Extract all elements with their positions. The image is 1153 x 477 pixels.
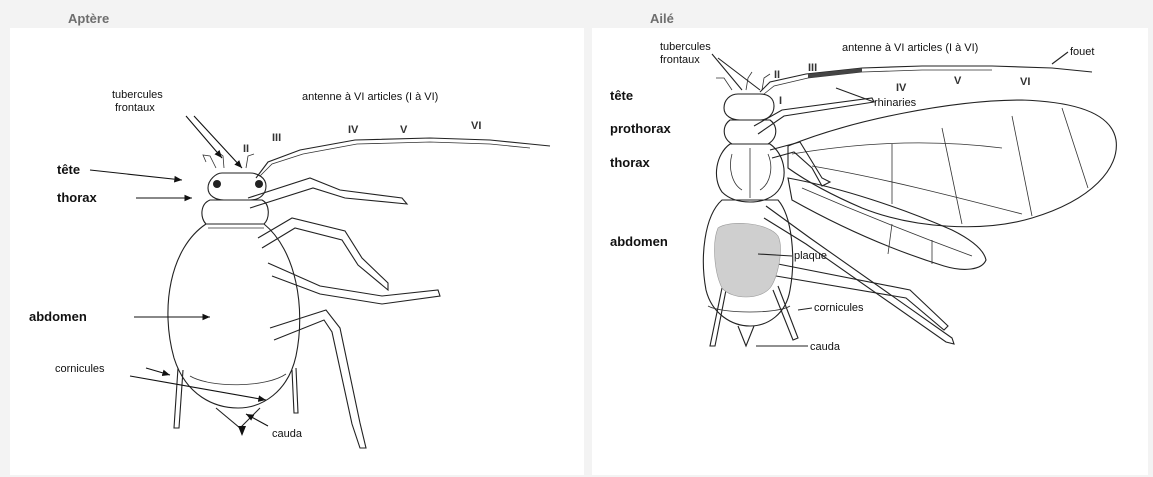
label-frontaux: frontaux bbox=[115, 102, 155, 114]
label-frontaux: frontaux bbox=[660, 54, 700, 66]
antenna-segment-iii: III bbox=[272, 132, 281, 144]
pointer-fouet bbox=[1052, 52, 1068, 64]
antenna-segment-iv: IV bbox=[348, 124, 359, 136]
winged-aphid-diagram: I II III IV V VI tubercules frontaux ant… bbox=[592, 28, 1148, 475]
aphid-legs bbox=[174, 178, 440, 448]
antenna-segment-iv: IV bbox=[896, 82, 907, 94]
aphid-body bbox=[168, 152, 300, 436]
arrow-cauda bbox=[246, 414, 268, 426]
winged-panel: I II III IV V VI tubercules frontaux ant… bbox=[592, 28, 1148, 475]
antenna bbox=[256, 138, 550, 178]
label-antenne: antenne à VI articles (I à VI) bbox=[842, 42, 978, 54]
label-thorax: thorax bbox=[57, 190, 98, 205]
arrow-tete bbox=[90, 170, 182, 180]
apterous-panel: II III IV V VI tubercules frontaux anten… bbox=[10, 28, 584, 475]
arrow-tubercules-1 bbox=[186, 116, 222, 158]
label-cornicules: cornicules bbox=[55, 363, 105, 375]
apterous-aphid-diagram: II III IV V VI tubercules frontaux anten… bbox=[10, 28, 584, 475]
label-tubercules: tubercules bbox=[660, 41, 711, 53]
label-tubercules: tubercules bbox=[112, 89, 163, 101]
antenna-segment-ii: II bbox=[774, 69, 780, 81]
antenna-segment-iii: III bbox=[808, 62, 817, 74]
label-rhinaries: rhinaries bbox=[874, 97, 917, 109]
wings bbox=[788, 100, 1116, 269]
label-tete: tête bbox=[610, 88, 633, 103]
antenna-segment-vi: VI bbox=[1020, 76, 1030, 88]
label-plaque: plaque bbox=[794, 250, 827, 262]
label-fouet: fouet bbox=[1070, 46, 1094, 58]
antenna-segment-v: V bbox=[400, 124, 408, 136]
pointer-tubercules bbox=[712, 54, 760, 90]
label-abdomen: abdomen bbox=[610, 234, 668, 249]
antenna-segment-v: V bbox=[954, 75, 962, 87]
label-thorax: thorax bbox=[610, 155, 651, 170]
label-cauda: cauda bbox=[272, 428, 303, 440]
label-tete: tête bbox=[57, 162, 80, 177]
antenna-segment-i: I bbox=[779, 95, 782, 107]
panel-title-apterous: Aptère bbox=[68, 11, 109, 26]
label-cauda: cauda bbox=[810, 341, 841, 353]
pointer-cornicules bbox=[798, 308, 812, 310]
arrow-tubercules-2 bbox=[194, 116, 242, 168]
label-abdomen: abdomen bbox=[29, 309, 87, 324]
antenna-segment-ii: II bbox=[243, 143, 249, 155]
panel-title-winged: Ailé bbox=[650, 11, 674, 26]
arrow-cornicules-1 bbox=[146, 368, 170, 375]
antenna-segment-vi: VI bbox=[471, 120, 481, 132]
label-antenne: antenne à VI articles (I à VI) bbox=[302, 91, 438, 103]
label-cornicules: cornicules bbox=[814, 302, 864, 314]
label-prothorax: prothorax bbox=[610, 121, 671, 136]
